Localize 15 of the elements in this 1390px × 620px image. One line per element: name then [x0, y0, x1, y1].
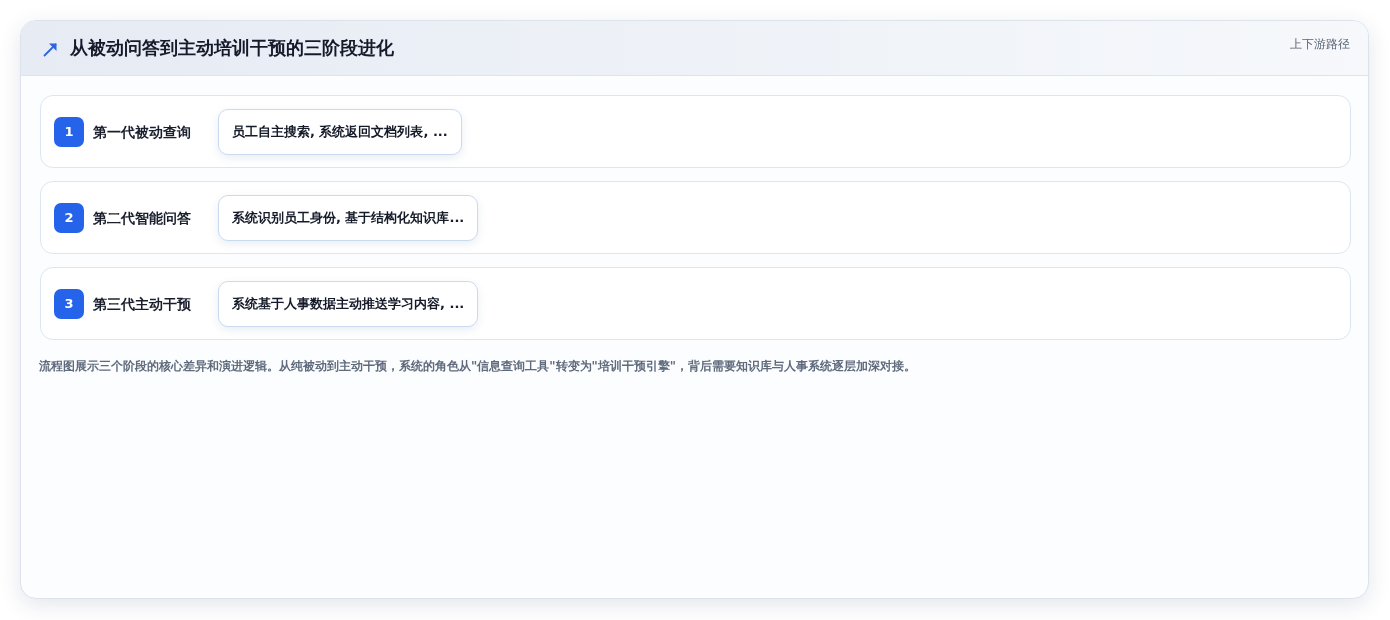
step-number: 3: [54, 289, 84, 319]
stage-card: [40, 267, 1351, 340]
stage-title: 第一代被动查询: [93, 123, 191, 141]
step-number: 2: [54, 203, 84, 233]
header-note: 上下游路径: [1290, 36, 1350, 52]
description-card: 系统基于人事数据主动推送学习内容, ...: [218, 281, 479, 327]
stage-title: 第二代智能问答: [93, 209, 191, 227]
diagram-title: 从被动问答到主动培训干预的三阶段进化: [70, 36, 394, 60]
step-number: 1: [54, 117, 84, 147]
caption-text: 流程图展示三个阶段的核心差异和演进逻辑。从纯被动到主动干预，系统的角色从"信息查询工具"转变为"培训干预引擎"，背后需要知识库与人事系统逐层加深对接。: [39, 358, 916, 374]
stage-card: [40, 181, 1351, 254]
description-card: 员工自主搜索, 系统返回文档列表, ...: [218, 109, 462, 155]
stage-card: [40, 95, 1351, 168]
stage-title: 第三代主动干预: [93, 295, 191, 313]
description-card: 系统识别员工身份, 基于结构化知识库...: [218, 195, 479, 241]
